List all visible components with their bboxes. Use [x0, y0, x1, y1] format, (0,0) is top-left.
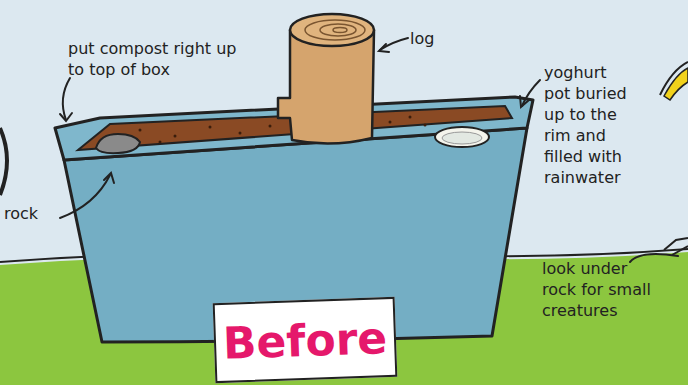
edge-shape	[0, 128, 7, 195]
leader-lines	[60, 38, 678, 262]
callout-label: rock	[4, 203, 64, 224]
sign-board: Before	[213, 297, 398, 383]
callout-label: log	[410, 28, 470, 49]
compost-specks	[139, 116, 427, 144]
sign-text: Before	[222, 312, 388, 369]
rainwater	[442, 132, 482, 144]
log-rings	[305, 20, 365, 40]
callout-label: put compost right up to top of box	[68, 38, 246, 80]
edge-shape	[664, 238, 688, 250]
yoghurt-pot	[435, 127, 489, 147]
callout-label: look under rock for small creatures	[542, 258, 657, 321]
edge-shape	[664, 68, 688, 100]
rock	[96, 134, 140, 153]
callout-label: yoghurt pot buried up to the rim and fil…	[544, 62, 636, 188]
edge-shape	[672, 246, 688, 255]
log-top	[290, 14, 374, 46]
